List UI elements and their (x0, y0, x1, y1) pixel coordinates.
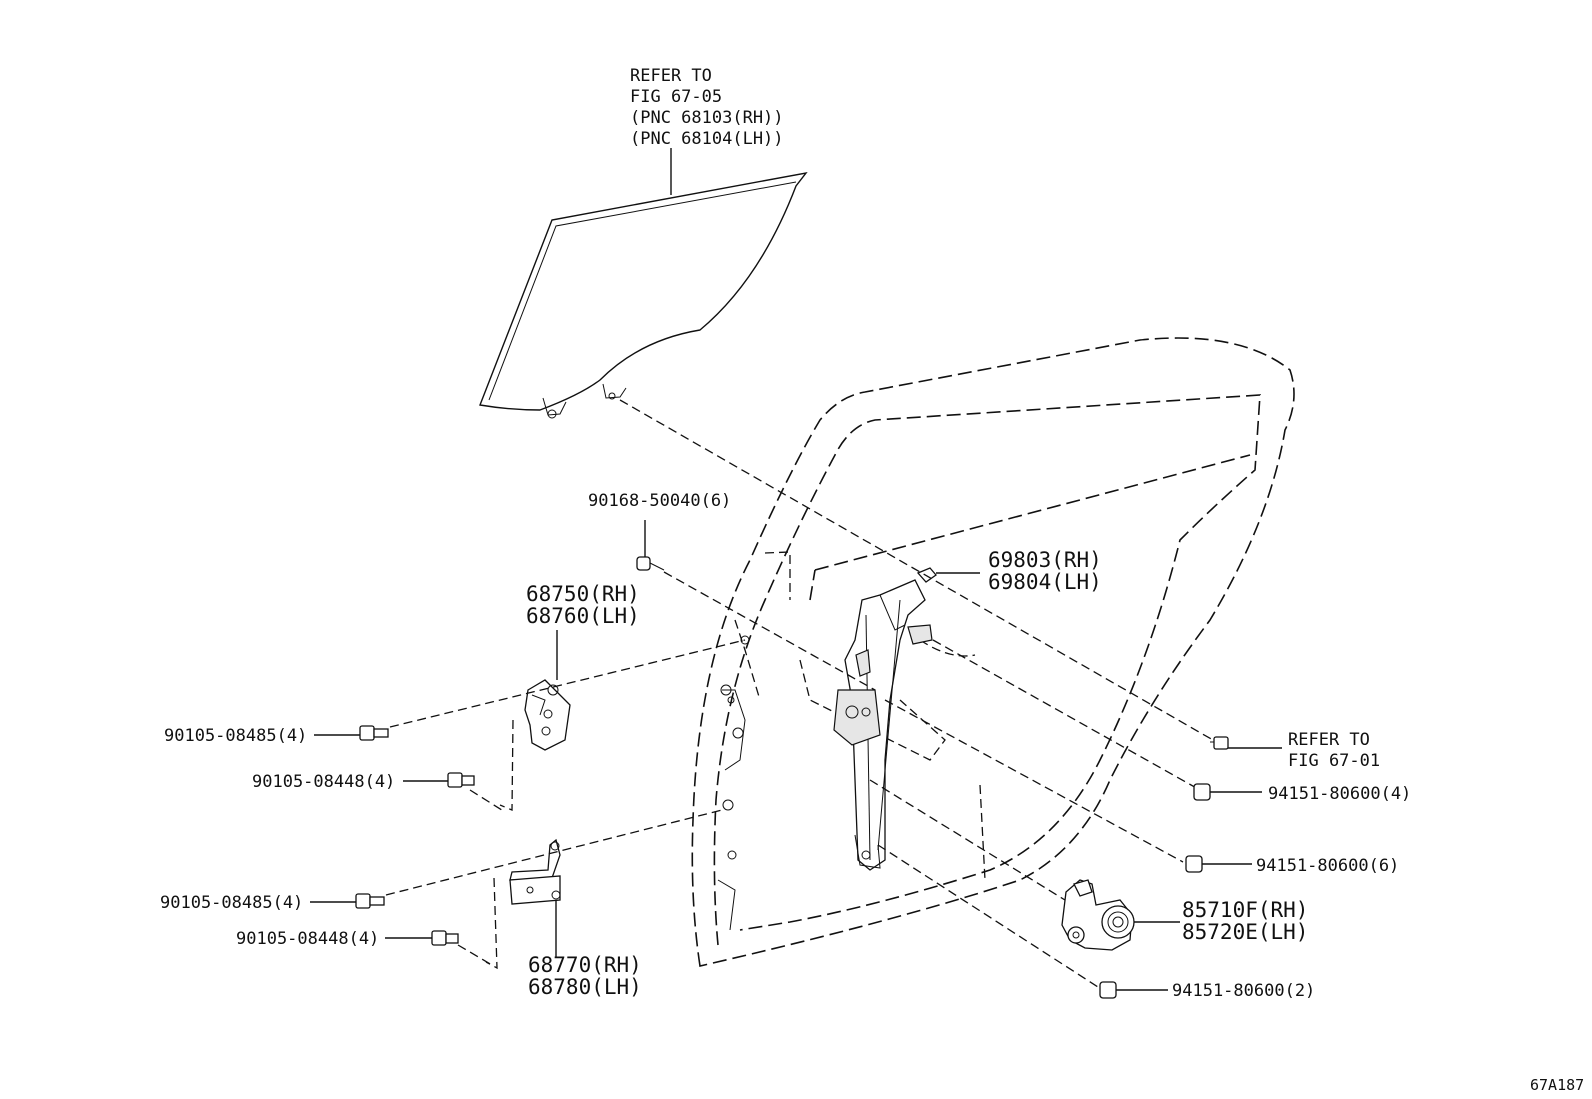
lower-door-hinge[interactable] (509, 838, 561, 958)
part-label-90168[interactable]: 90168-50040(6) (588, 491, 731, 511)
part-label-90105-08485-upper[interactable]: 90105-08485(4) (164, 726, 307, 746)
part-label-90105-08448-lower[interactable]: 90105-08448(4) (236, 929, 379, 949)
glass-ref-line2: FIG 67-05 (630, 87, 722, 107)
part-label-68770[interactable]: 68770(RH) (528, 953, 642, 977)
nut-2-icon[interactable] (1099, 981, 1168, 999)
nut-6-icon[interactable] (1185, 855, 1252, 873)
lower-hinge-dash (485, 877, 498, 970)
glass-ref-line3: (PNC 68103(RH)) (630, 108, 784, 128)
part-label-94151-4[interactable]: 94151-80600(4) (1268, 784, 1411, 804)
figure-code: 67A187 (1530, 1076, 1584, 1094)
run-ref-line1: REFER TO (1288, 730, 1370, 750)
window-regulator-motor[interactable] (1061, 879, 1180, 951)
glass-ref-line1: REFER TO (630, 66, 712, 86)
part-label-85710F[interactable]: 85710F(RH) (1182, 898, 1308, 922)
part-label-85720E[interactable]: 85720E(LH) (1182, 920, 1308, 944)
window-regulator[interactable] (833, 579, 933, 871)
nut-4-icon[interactable] (1193, 783, 1262, 801)
run-channel-bracket[interactable] (916, 567, 980, 583)
screw-90168-icon[interactable] (636, 520, 665, 571)
upper-hinge-dash (499, 719, 514, 811)
part-label-94151-2[interactable]: 94151-80600(2) (1172, 981, 1315, 1001)
part-label-69804[interactable]: 69804(LH) (988, 570, 1102, 594)
door-hinge-pillar (717, 635, 750, 931)
part-label-68780[interactable]: 68780(LH) (528, 975, 642, 999)
dashed-leaders (385, 399, 1214, 988)
bolt-upper-b-icon[interactable] (403, 772, 475, 788)
bolt-lower-b-icon[interactable] (385, 930, 459, 946)
part-label-68750[interactable]: 68750(RH) (526, 582, 640, 606)
part-label-68760[interactable]: 68760(LH) (526, 604, 640, 628)
upper-door-hinge[interactable] (524, 630, 571, 751)
door-frame-outline (691, 337, 1295, 967)
part-label-90105-08485-lower[interactable]: 90105-08485(4) (160, 893, 303, 913)
bolt-upper-a-icon[interactable] (314, 725, 389, 741)
door-glass[interactable] (479, 171, 808, 419)
part-label-94151-6[interactable]: 94151-80600(6) (1256, 856, 1399, 876)
bolt-lower-a-icon[interactable] (310, 893, 385, 909)
run-ref-line2: FIG 67-01 (1288, 751, 1380, 771)
part-label-69803[interactable]: 69803(RH) (988, 548, 1102, 572)
glass-ref-line4: (PNC 68104(LH)) (630, 129, 784, 149)
part-label-90105-08448-upper[interactable]: 90105-08448(4) (252, 772, 395, 792)
bolt-run-channel-icon[interactable] (1210, 736, 1282, 750)
